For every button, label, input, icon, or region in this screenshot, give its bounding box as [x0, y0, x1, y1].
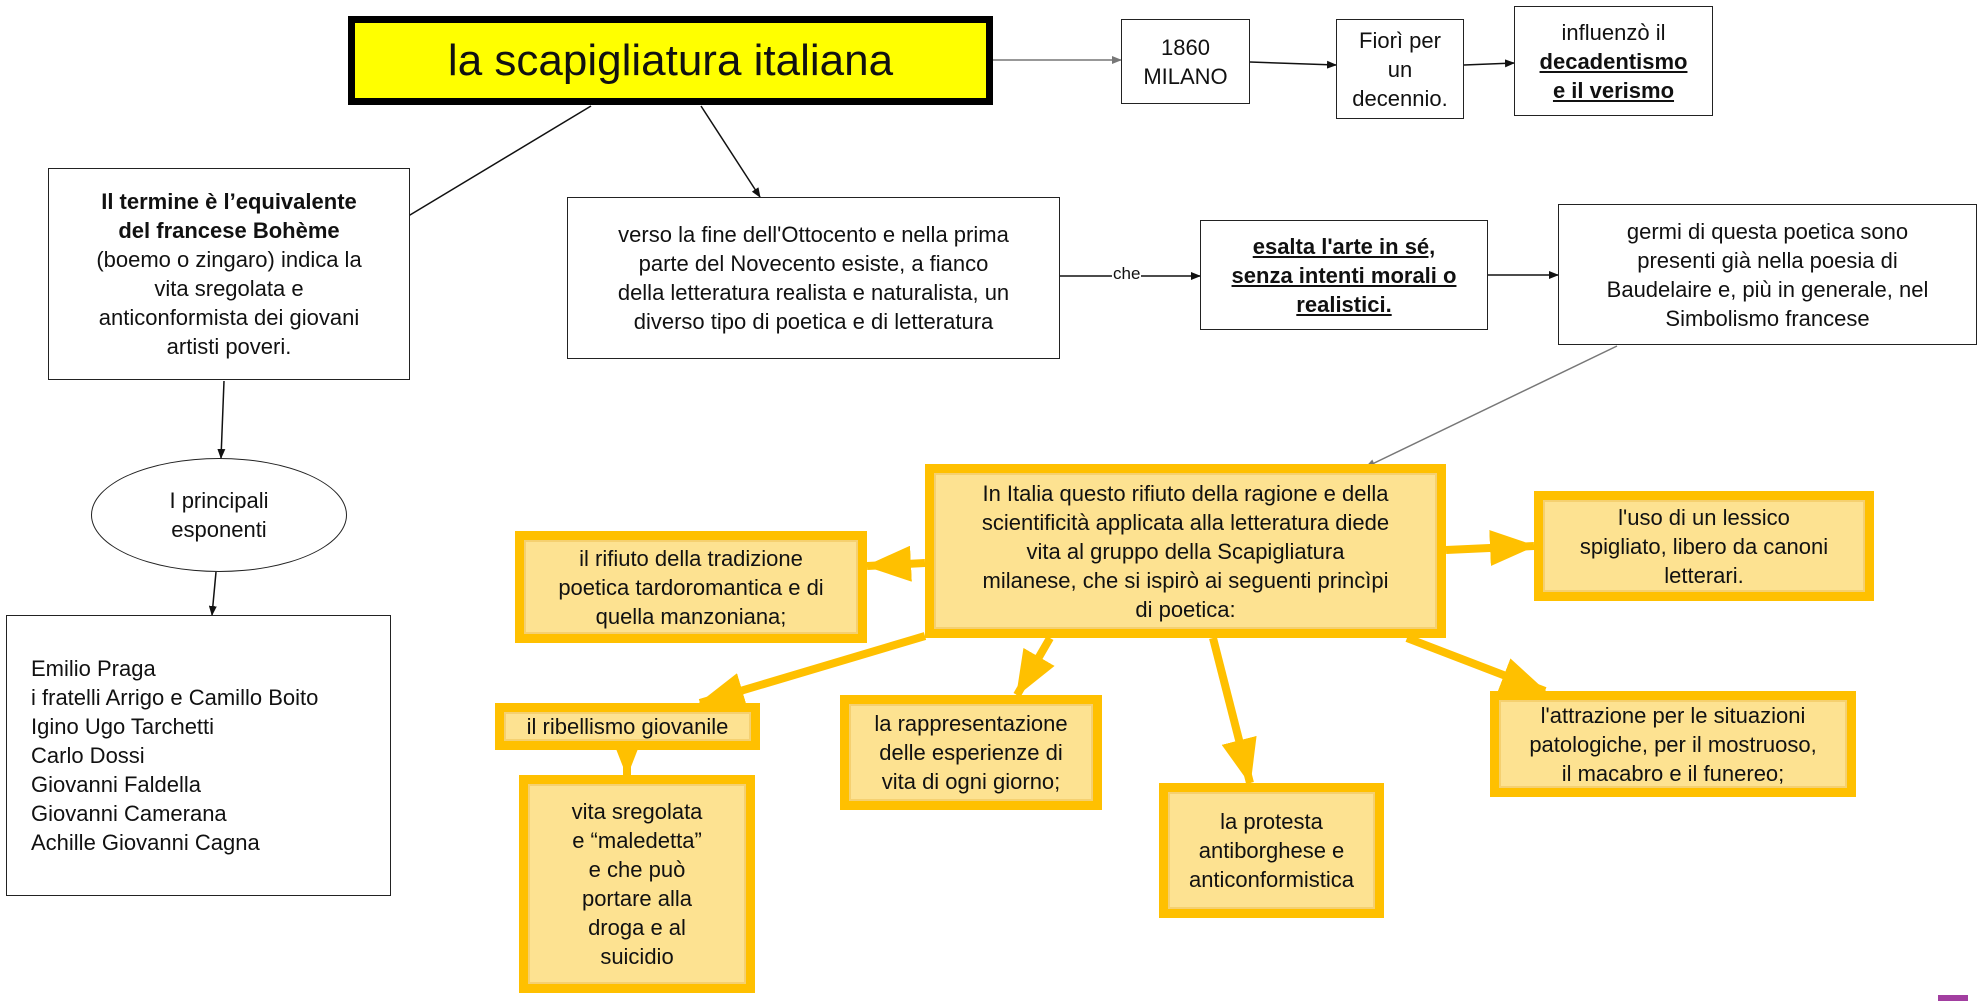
name-item: Achille Giovanni Cagna: [31, 830, 260, 855]
node-text: del francese Bohème: [118, 218, 340, 243]
node-text: (boemo o zingaro) indica la: [96, 247, 362, 272]
node-text: il rifiuto della tradizione: [579, 545, 803, 571]
node-text: Il termine è l’equivalente: [101, 189, 357, 214]
node-text: influenzò il: [1561, 19, 1666, 45]
node-text: delle esperienze di: [879, 740, 1063, 765]
node-termine: Il termine è l’equivalente del francese …: [48, 168, 410, 380]
yellow-arrows: [609, 530, 1547, 785]
node-text: anticonformistica: [1188, 867, 1355, 892]
name-item: Carlo Dossi: [31, 743, 145, 768]
node-text: di poetica:: [1135, 596, 1236, 622]
node-verso: verso la fine dell'Ottocento e nella pri…: [567, 197, 1060, 359]
black-arrows: [208, 56, 1618, 616]
node-text: milanese, che si ispirò ai seguenti prin…: [982, 567, 1389, 593]
node-ribellismo: il ribellismo giovanile: [495, 703, 760, 750]
node-text: presenti già nella poesia di: [1637, 247, 1898, 273]
node-text: artisti poveri.: [166, 334, 292, 359]
node-text: decennio.: [1352, 85, 1448, 111]
node-rifiuto: il rifiuto della tradizione poetica tard…: [515, 531, 867, 643]
node-text: il macabro e il funereo;: [1561, 760, 1785, 786]
node-rappresentazione: la rappresentazione delle esperienze di …: [840, 695, 1102, 810]
name-item: i fratelli Arrigo e Camillo Boito: [31, 685, 319, 710]
node-text: 1860: [1161, 34, 1210, 60]
node-names-list: Emilio Praga i fratelli Arrigo e Camillo…: [6, 615, 391, 896]
node-text: vita sregolata: [571, 799, 703, 824]
node-text: esponenti: [171, 517, 267, 542]
node-text: Simbolismo francese: [1665, 305, 1870, 331]
node-text: portare alla: [581, 886, 693, 911]
node-text: della letteratura realista e naturalista…: [617, 280, 1010, 305]
node-text: e il verismo: [1552, 77, 1675, 103]
name-item: Giovanni Camerana: [31, 801, 227, 826]
node-attrazione: l'attrazione per le situazioni patologic…: [1490, 691, 1856, 797]
link-label-che: che: [1112, 264, 1142, 284]
node-text: patologiche, per il mostruoso,: [1529, 731, 1817, 757]
node-text: scientificità applicata alla letteratura…: [981, 509, 1390, 535]
node-text: l'uso di un lessico: [1618, 504, 1790, 530]
node-text: e “maledetta”: [572, 828, 702, 853]
node-text: MILANO: [1143, 63, 1228, 89]
node-text: poetica tardoromantica e di: [558, 574, 824, 600]
node-text: In Italia questo rifiuto della ragione e…: [982, 480, 1389, 506]
node-text: germi di questa poetica sono: [1626, 218, 1909, 244]
node-text: spigliato, libero da canoni: [1579, 533, 1829, 559]
node-text: letterari.: [1664, 562, 1744, 588]
node-text: senza intenti morali o: [1231, 262, 1457, 288]
node-esalta: esalta l'arte in sé, senza intenti moral…: [1200, 220, 1488, 330]
node-text: Fiorì per: [1359, 27, 1441, 53]
name-item: Igino Ugo Tarchetti: [31, 714, 215, 739]
node-text: parte del Novecento esiste, a fianco: [638, 251, 989, 276]
node-text: esalta l'arte in sé,: [1252, 233, 1436, 259]
node-germi: germi di questa poetica sono presenti gi…: [1558, 204, 1977, 345]
node-text: realistici.: [1296, 291, 1392, 317]
node-text: suicidio: [600, 944, 674, 969]
node-text: vita sregolata e: [154, 276, 304, 301]
node-text: diverso tipo di poetica e di letteratura: [633, 309, 994, 334]
node-text: Baudelaire e, più in generale, nel: [1606, 276, 1929, 302]
node-text: verso la fine dell'Ottocento e nella pri…: [618, 222, 1009, 247]
node-text: quella manzoniana;: [595, 603, 787, 629]
node-text: anticonformista dei giovani: [98, 305, 360, 330]
node-1860-milano: 1860 MILANO: [1121, 19, 1250, 104]
name-item: Emilio Praga: [31, 656, 156, 681]
node-influenzo: influenzò il decadentismo e il verismo: [1514, 6, 1713, 116]
corner-mark: [1938, 995, 1968, 1001]
node-fiori-decennio: Fiorì per un decennio.: [1336, 19, 1464, 119]
node-lessico: l'uso di un lessico spigliato, libero da…: [1534, 491, 1874, 601]
node-text: la rappresentazione: [874, 711, 1068, 736]
node-text: vita al gruppo della Scapigliatura: [1026, 538, 1345, 564]
node-text: l'attrazione per le situazioni: [1540, 702, 1806, 728]
node-text: droga e al: [588, 915, 686, 940]
title-node: la scapigliatura italiana: [348, 16, 993, 105]
node-esponenti-ellipse: I principali esponenti: [91, 458, 347, 572]
node-text: la protesta: [1220, 809, 1323, 834]
title-text: la scapigliatura italiana: [447, 36, 894, 85]
node-protesta: la protesta antiborghese e anticonformis…: [1159, 783, 1384, 918]
node-text: e che può: [588, 857, 686, 882]
node-text: I principali: [169, 488, 269, 513]
name-item: Giovanni Faldella: [31, 772, 201, 797]
node-centrale: In Italia questo rifiuto della ragione e…: [925, 464, 1446, 638]
node-text: vita di ogni giorno;: [881, 769, 1061, 794]
node-text: un: [1387, 56, 1413, 82]
node-text: decadentismo: [1539, 48, 1688, 74]
node-text: il ribellismo giovanile: [526, 714, 729, 739]
node-text: antiborghese e: [1198, 838, 1345, 863]
node-vita-sregolata: vita sregolata e “maledetta” e che può p…: [519, 775, 755, 993]
